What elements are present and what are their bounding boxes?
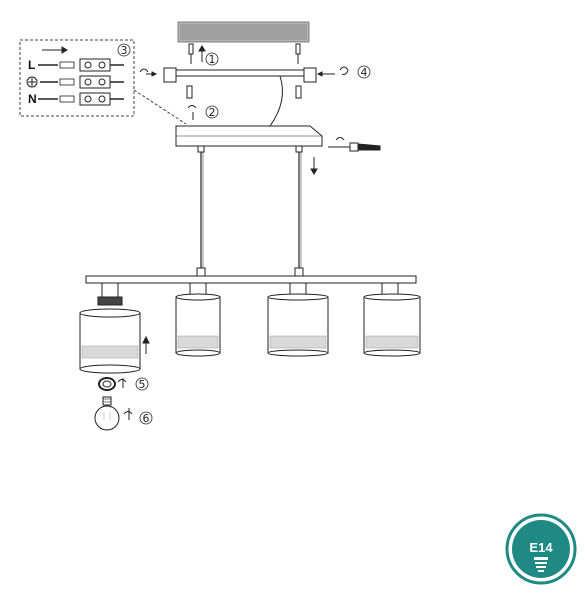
wiring-inset: 3 L N [19,39,187,125]
shade-ring [98,377,116,391]
mounting-bracket [163,67,317,83]
ceiling-dowels [188,43,301,64]
neutral-label: N [28,92,37,106]
step-5-marker: 5 [135,377,149,391]
bulb-icon [94,396,120,431]
e14-label: E14 [529,540,553,555]
earth-ground-icon [26,76,38,88]
screwdriver-icon [310,137,381,175]
e14-badge: E14 [505,513,577,585]
live-label: L [28,58,35,72]
step-6-marker: 6 [139,411,153,425]
step-1-number: 1 [209,53,216,66]
bulb-icon [534,557,548,572]
rotate-icon [117,378,127,388]
supply-wire [269,75,283,127]
rotate-icon [123,408,133,420]
right-arrow-icon [42,46,68,54]
canopy [175,125,323,153]
ceiling [177,21,310,43]
step-4-marker: 4 [357,65,371,79]
light-bar [85,275,417,284]
step-5-number: 5 [139,378,146,391]
step-1-marker: 1 [205,52,219,66]
step-3-number: 3 [121,44,128,57]
cable-grippers [196,267,304,277]
step-2-number: 2 [209,106,216,119]
up-arrow-icon [142,335,150,354]
suspension-cables [200,152,302,268]
screwdriver-rotate-icon [316,66,349,77]
lamp-3 [267,282,329,357]
canopy-screws [186,85,302,99]
lamp-2 [175,282,221,357]
lamp-1 [79,282,141,374]
step-6-number: 6 [143,412,150,425]
screwdriver-rotate-icon [139,68,158,77]
step-2-marker: 2 [205,105,219,119]
step-3-marker: 3 [117,43,131,57]
lamp-4 [363,282,421,357]
rotate-icon [187,105,197,120]
step-4-number: 4 [361,66,368,79]
up-arrow-icon [198,45,206,62]
